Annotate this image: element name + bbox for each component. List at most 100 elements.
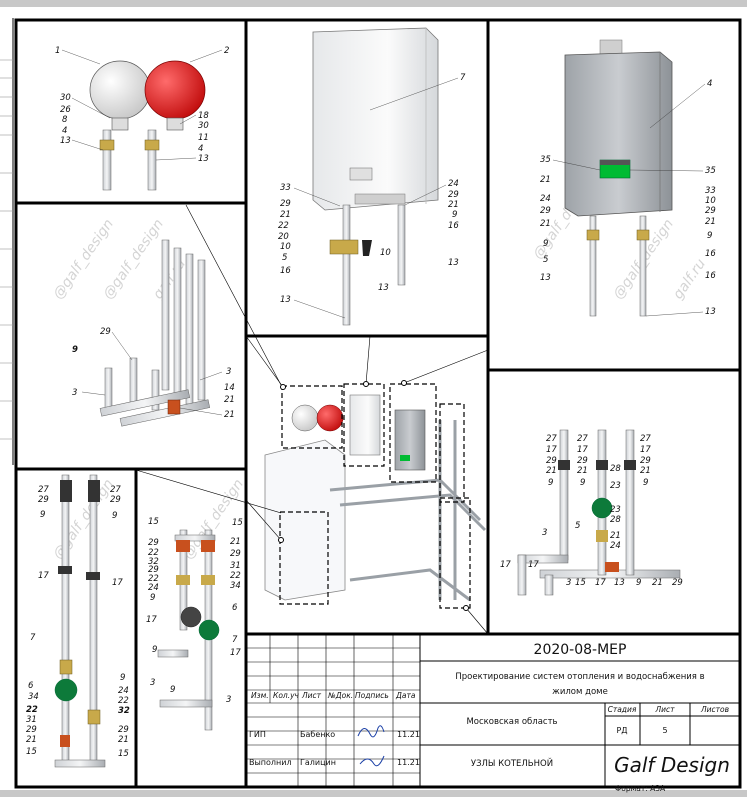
svg-text:5: 5 (575, 521, 580, 531)
red-expansion-tank (144, 60, 206, 120)
svg-text:9: 9 (170, 685, 175, 695)
svg-text:9: 9 (452, 210, 457, 220)
row-name-0: Бабенко (300, 730, 335, 739)
hdr-date: Дата (395, 691, 416, 700)
svg-text:29: 29 (540, 206, 551, 216)
svg-text:17: 17 (112, 578, 123, 588)
svg-text:27: 27 (640, 434, 651, 444)
svg-text:7: 7 (460, 73, 466, 83)
svg-text:27: 27 (577, 434, 588, 444)
svg-text:35: 35 (540, 155, 551, 165)
svg-text:23: 23 (610, 481, 621, 491)
stage-header: Стадия (608, 705, 637, 714)
sheet-title: УЗЛЫ КОТЕЛЬНОЙ (471, 757, 553, 769)
svg-text:6: 6 (232, 603, 238, 613)
svg-text:23: 23 (610, 505, 621, 515)
svg-text:7: 7 (30, 633, 36, 643)
project-title-line2: жилом доме (552, 687, 608, 697)
svg-text:22: 22 (148, 574, 159, 584)
svg-text:16: 16 (448, 221, 459, 231)
svg-text:7: 7 (232, 635, 238, 645)
svg-text:3: 3 (226, 695, 231, 705)
drawing-code: 2020-08-МЕР (534, 642, 627, 658)
svg-text:21: 21 (118, 735, 129, 745)
svg-text:27: 27 (110, 485, 121, 495)
svg-text:21: 21 (280, 210, 291, 220)
svg-text:26: 26 (60, 105, 71, 115)
svg-text:11: 11 (198, 133, 209, 143)
svg-text:13: 13 (280, 295, 291, 305)
svg-text:17: 17 (146, 615, 157, 625)
svg-text:4: 4 (62, 126, 67, 136)
svg-text:13: 13 (448, 258, 459, 268)
svg-text:9: 9 (152, 645, 157, 655)
circulation-pump-left (54, 678, 78, 702)
wall-boiler-grey (564, 51, 673, 217)
bottom-edge (0, 790, 747, 797)
boiler-grey-panel: 4 35 21 24 29 21 9 5 13 35 33 10 29 21 9… (540, 39, 716, 317)
pump-group-mid-panel: 15 29 22 32 29 22 24 9 17 9 3 9 15 21 29… (146, 517, 243, 731)
svg-text:29: 29 (110, 495, 121, 505)
svg-text:9: 9 (72, 345, 78, 355)
expansion-tanks-panel: 1 2 30 26 8 4 13 18 30 11 4 13 (55, 46, 229, 191)
mixing-unit-panel: 27 17 29 21 9 3 5 17 17 3 15 17 13 9 21 … (500, 429, 683, 596)
svg-text:9: 9 (150, 593, 155, 603)
project-title-line1: Проектирование систем отопления и водосн… (455, 672, 704, 682)
svg-text:13: 13 (540, 273, 551, 283)
svg-text:29: 29 (26, 725, 37, 735)
circulation-pump-right (591, 497, 613, 519)
svg-text:13: 13 (614, 578, 625, 588)
svg-text:17: 17 (595, 578, 606, 588)
svg-text:16: 16 (705, 249, 716, 259)
svg-text:14: 14 (224, 383, 235, 393)
svg-text:17: 17 (230, 648, 241, 658)
svg-text:33: 33 (705, 186, 716, 196)
title-block: Изм. Кол.уч Лист №Док. Подпись Дата ГИП … (246, 634, 740, 793)
svg-text:4: 4 (198, 144, 203, 154)
svg-text:29: 29 (230, 549, 241, 559)
boiler-room-overview-panel (135, 204, 489, 635)
wall-boiler-white (312, 27, 439, 211)
svg-text:3: 3 (72, 388, 77, 398)
svg-text:35: 35 (705, 166, 716, 176)
svg-text:9: 9 (548, 478, 553, 488)
svg-text:27: 27 (546, 434, 557, 444)
svg-text:24: 24 (148, 583, 159, 593)
svg-text:16: 16 (705, 271, 716, 281)
svg-text:9: 9 (120, 673, 125, 683)
location: Московская область (466, 717, 557, 727)
svg-text:15: 15 (148, 517, 159, 527)
svg-text:16: 16 (280, 266, 291, 276)
svg-text:24: 24 (448, 179, 459, 189)
hdr-kol: Кол.уч (273, 691, 300, 700)
svg-text:21: 21 (640, 466, 651, 476)
svg-text:21: 21 (224, 410, 235, 420)
svg-text:13: 13 (705, 307, 716, 317)
storage-tank-glass (264, 439, 346, 601)
hdr-ndoc: №Док. (327, 691, 353, 700)
svg-text:28: 28 (610, 515, 621, 525)
svg-text:17: 17 (500, 560, 511, 570)
svg-text:17: 17 (577, 445, 588, 455)
svg-text:27: 27 (38, 485, 49, 495)
svg-text:29: 29 (640, 456, 651, 466)
svg-text:21: 21 (540, 219, 551, 229)
svg-text:9: 9 (636, 578, 641, 588)
svg-text:29: 29 (448, 190, 459, 200)
svg-text:33: 33 (280, 183, 291, 193)
brand-logo: Galf Design (614, 753, 730, 777)
svg-text:32: 32 (148, 557, 159, 567)
top-edge (0, 0, 747, 7)
svg-text:15: 15 (26, 747, 37, 757)
svg-text:15: 15 (575, 578, 586, 588)
svg-text:21: 21 (26, 735, 37, 745)
svg-text:2: 2 (224, 46, 229, 56)
svg-text:9: 9 (112, 511, 117, 521)
svg-text:32: 32 (118, 706, 130, 716)
svg-text:13: 13 (60, 136, 71, 146)
signatures (357, 725, 385, 767)
svg-text:3: 3 (150, 678, 155, 688)
svg-text:29: 29 (672, 578, 683, 588)
stage-value: РД (616, 726, 627, 735)
